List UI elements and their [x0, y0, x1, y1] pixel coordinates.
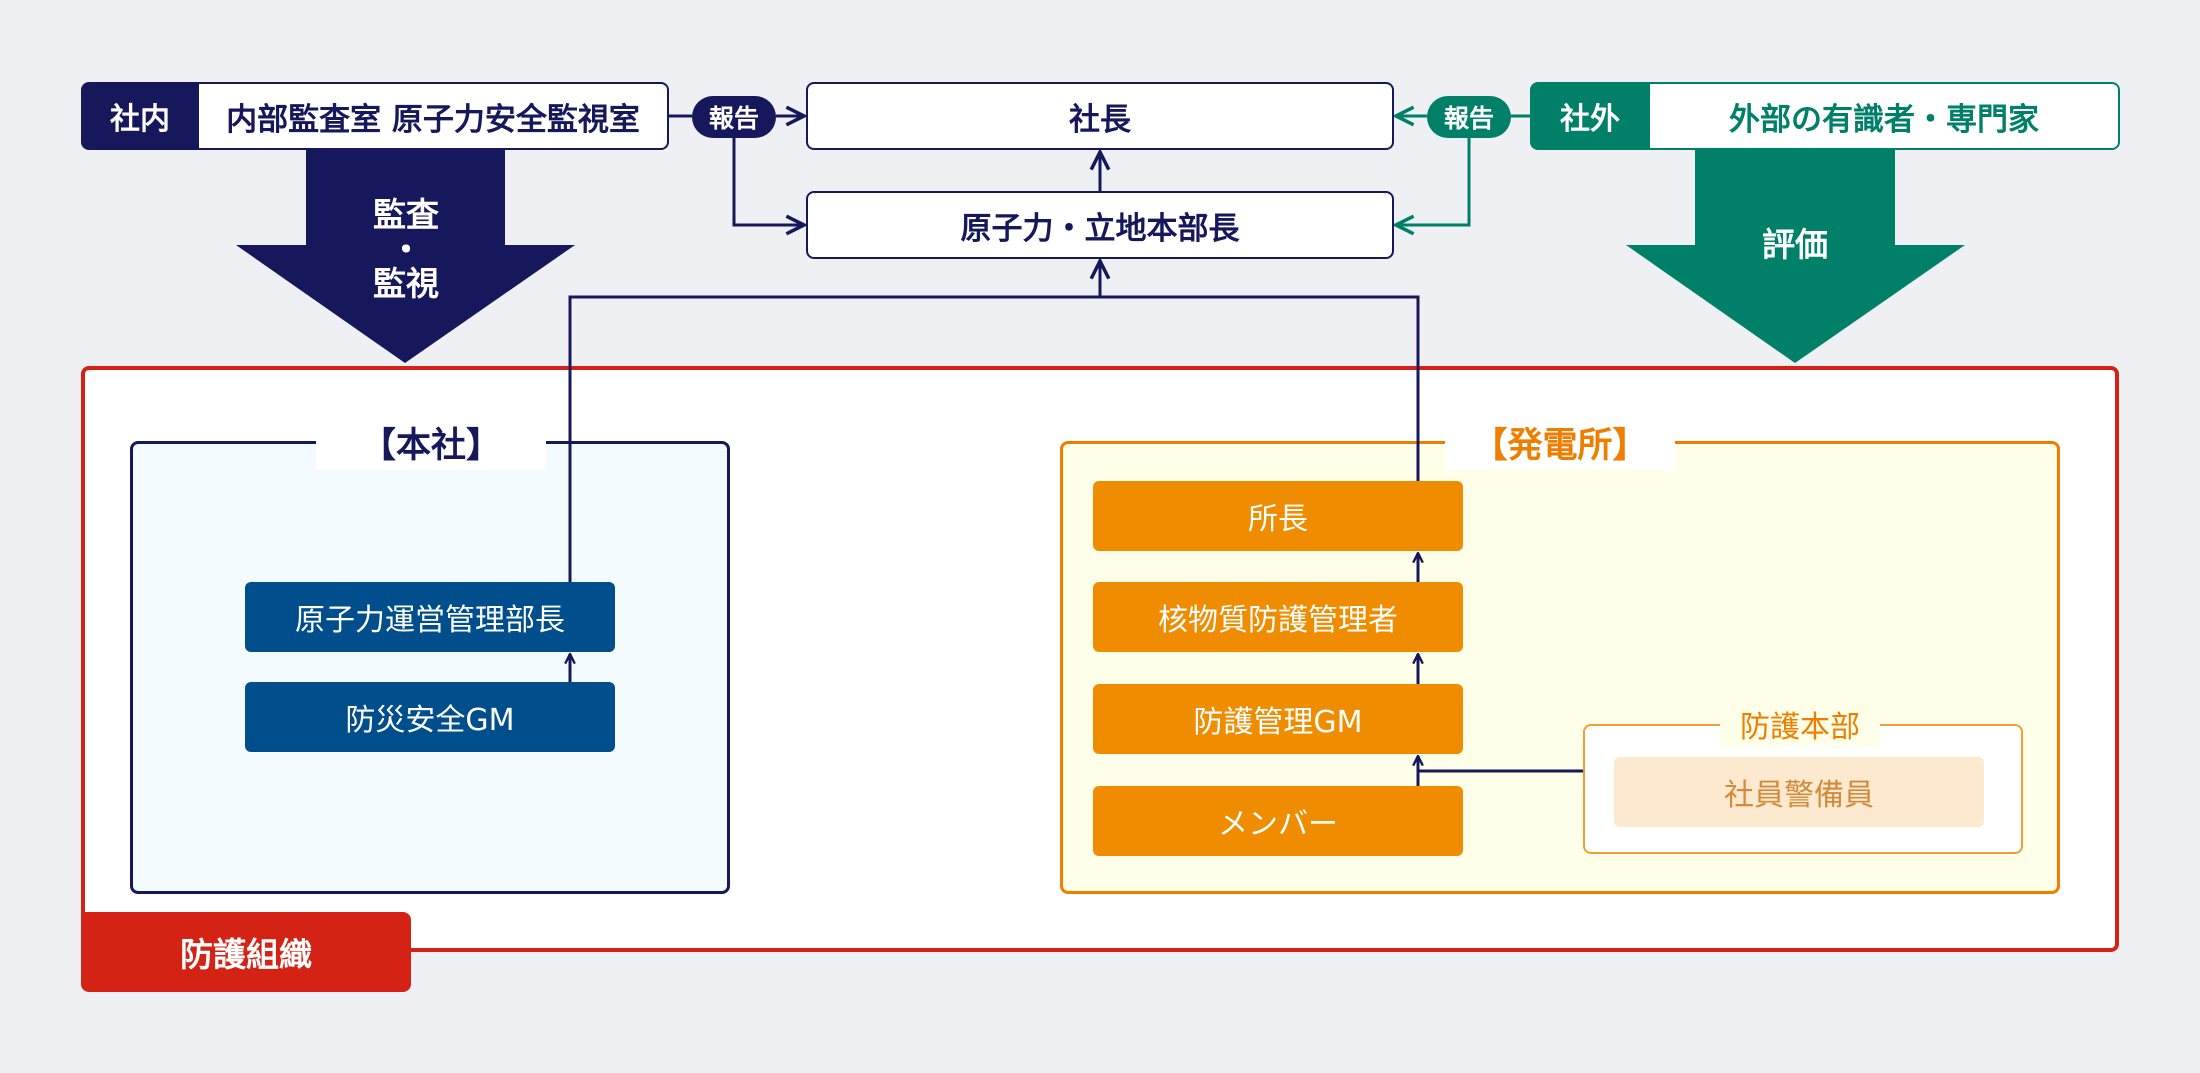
internal-audit-office: 内部監査室 原子力安全監視室	[199, 82, 669, 150]
support-line3: サポート	[775, 690, 904, 729]
oversight-support-label: 各発電所への オーバーサイト サポート	[690, 580, 990, 750]
protection-management-gm: 防護管理GM	[1093, 684, 1463, 754]
headquarters-title: 【本社】	[316, 414, 546, 470]
protective-organization-label: 防護組織	[81, 912, 411, 992]
external-tag: 社外	[1530, 82, 1650, 150]
audit-arrow	[236, 150, 575, 363]
audit-label-line2: 監視	[373, 264, 439, 304]
president-box: 社長	[806, 82, 1394, 150]
protection-headquarters-title: 防護本部	[1720, 702, 1880, 746]
internal-tag: 社内	[81, 82, 199, 150]
station-director: 所長	[1093, 481, 1463, 551]
nuclear-operations-manager: 原子力運営管理部長	[245, 582, 615, 652]
power-station-title: 【発電所】	[1445, 414, 1675, 470]
members: メンバー	[1093, 786, 1463, 856]
audit-label-line1: 監査	[373, 195, 439, 235]
evaluation-arrow	[1626, 150, 1965, 363]
general-manager-box: 原子力・立地本部長	[806, 191, 1394, 259]
audit-label-dot: ・	[389, 229, 423, 269]
evaluation-label: 評価	[1762, 224, 1828, 264]
report-badge-left: 報告	[692, 96, 776, 138]
report-badge-right: 報告	[1427, 96, 1511, 138]
headquarters-panel	[130, 441, 730, 894]
company-security-guards: 社員警備員	[1614, 757, 1984, 827]
audit-label: 監査 ・ 監視	[316, 190, 496, 310]
support-line1: 各発電所への	[743, 601, 936, 640]
support-line2: オーバーサイト	[728, 645, 952, 684]
external-experts: 外部の有識者・専門家	[1650, 82, 2120, 150]
disaster-safety-gm: 防災安全GM	[245, 682, 615, 752]
nuclear-material-protection-manager: 核物質防護管理者	[1093, 582, 1463, 652]
